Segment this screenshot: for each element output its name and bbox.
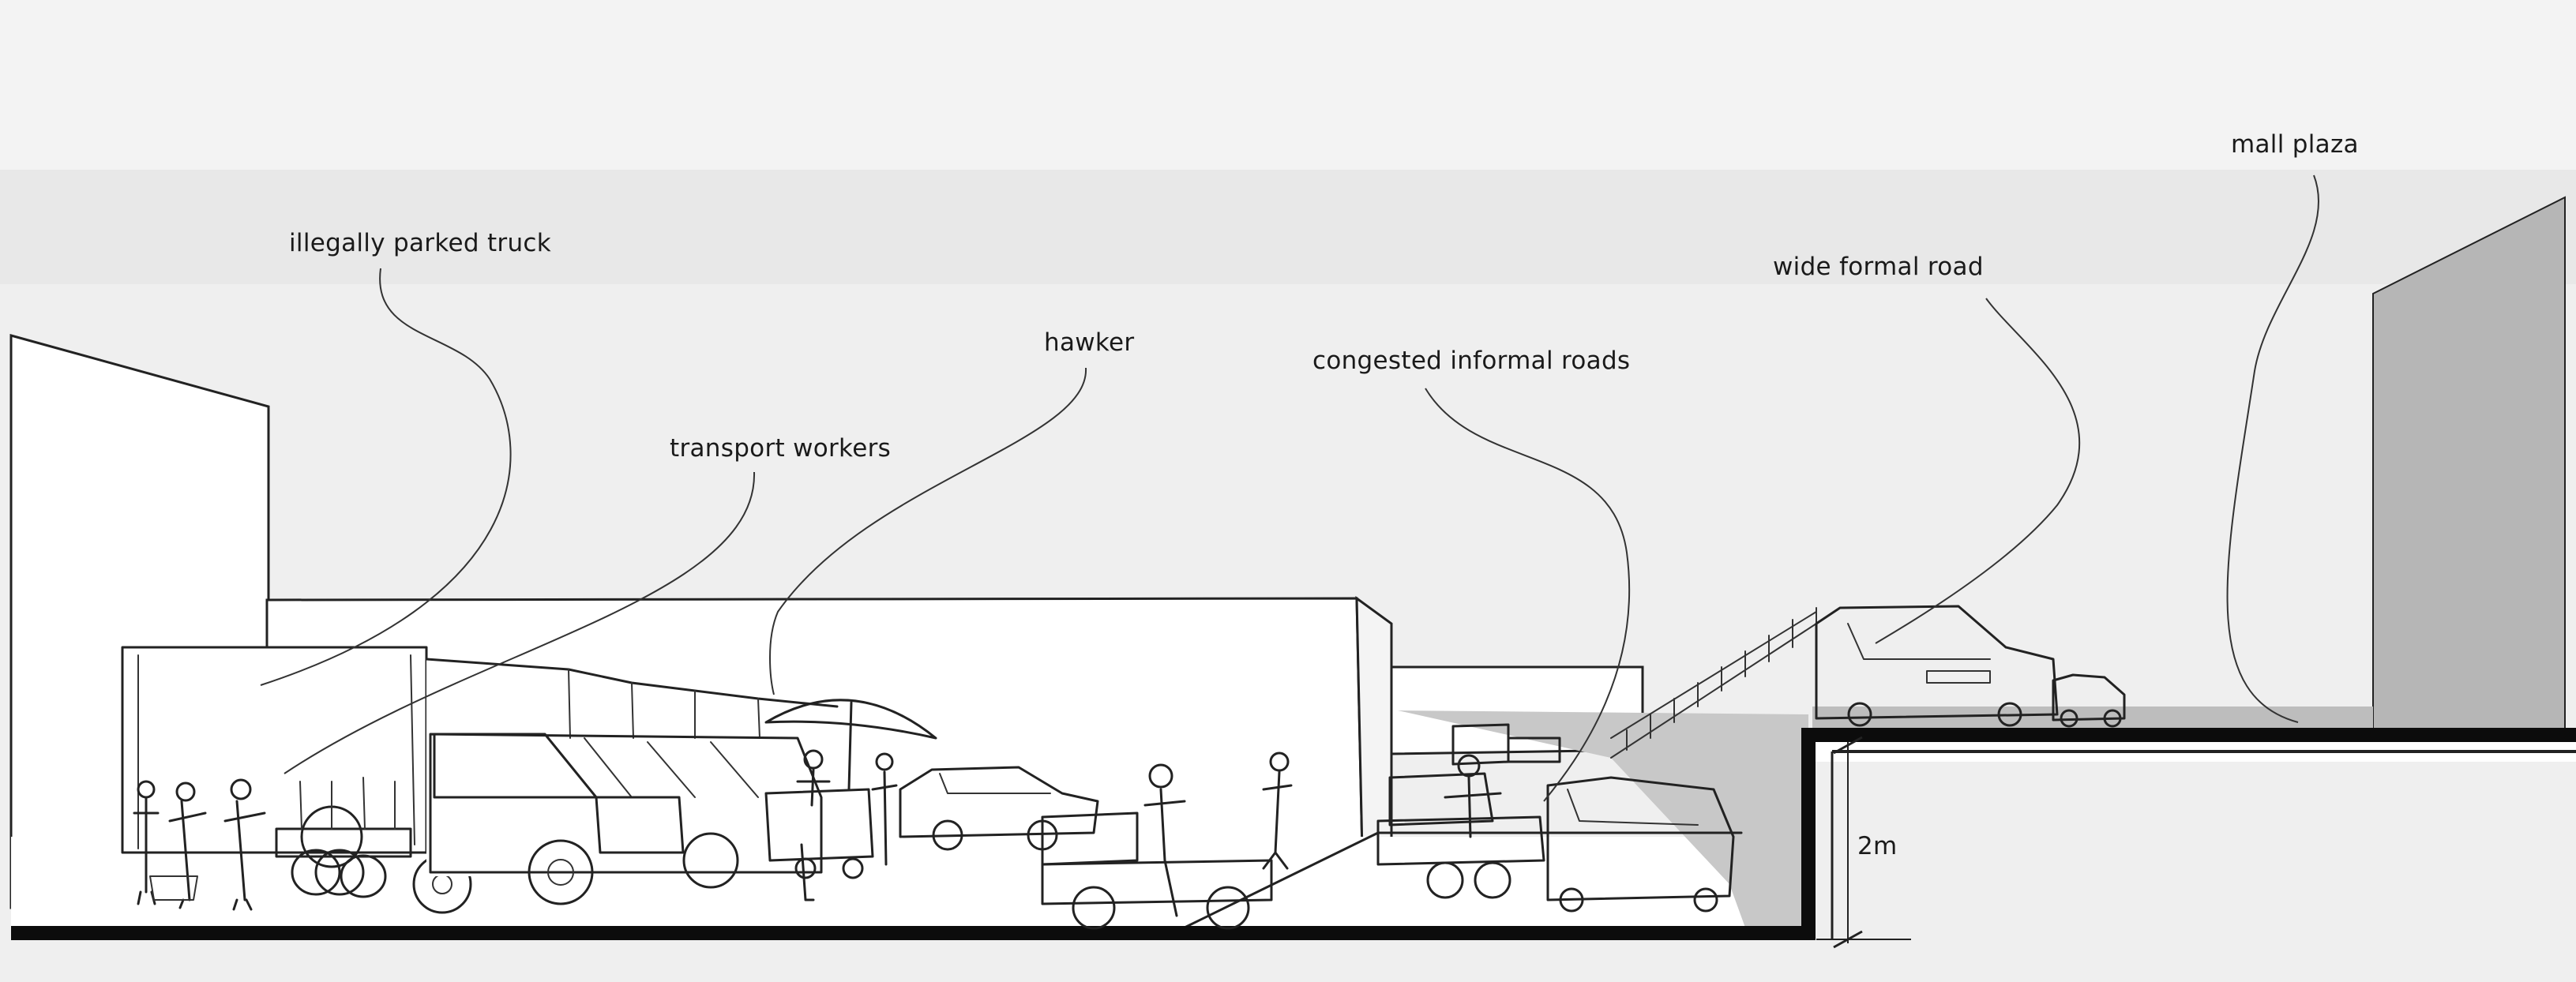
hawker-stall-sketch [764, 699, 937, 901]
dimension-label: 2m [1857, 832, 1898, 860]
parked-vehicle-row [425, 658, 839, 905]
annotation-transport-workers: transport workers [284, 434, 891, 774]
section-cut-line [11, 728, 2576, 940]
sky-top-band [0, 0, 2576, 170]
formal-road-car-small [2052, 673, 2126, 728]
leader-congested-informal-roads [1425, 388, 1631, 802]
label-transport-workers: transport workers [670, 434, 891, 463]
sunken-ramp-shade [1398, 710, 1808, 928]
handcart-with-tires [275, 777, 412, 898]
annotation-congested-informal-roads: congested informal roads [1312, 347, 1631, 802]
annotation-mall-plaza: mall plaza [2226, 130, 2359, 723]
leader-mall-plaza [2226, 174, 2319, 723]
leader-hawker [769, 367, 1087, 695]
annotation-wide-formal-road: wide formal road [1773, 253, 2081, 644]
height-dimension: 2m [1816, 736, 1911, 949]
label-congested-informal-roads: congested informal roads [1312, 347, 1630, 375]
label-mall-plaza: mall plaza [2231, 130, 2359, 159]
leader-transport-workers [284, 471, 756, 774]
back-warehouse-side [1355, 596, 1393, 854]
label-hawker: hawker [1044, 328, 1134, 357]
leader-wide-formal-road [1875, 298, 2081, 644]
sky-mid-band [0, 170, 2576, 284]
leader-illegally-parked-truck [260, 268, 512, 686]
annotation-illegally-parked-truck: illegally parked truck [260, 229, 551, 686]
label-wide-formal-road: wide formal road [1773, 253, 1984, 281]
formal-road-suv [1815, 605, 2059, 727]
formal-road-fence [1610, 607, 1817, 759]
label-illegally-parked-truck: illegally parked truck [289, 229, 551, 257]
motorbike-with-load [1041, 751, 1293, 930]
annotation-hawker: hawker [769, 328, 1134, 695]
people-group-left [133, 778, 266, 911]
parked-sedan-center [899, 766, 1099, 851]
informal-road-traffic [1376, 723, 1735, 913]
